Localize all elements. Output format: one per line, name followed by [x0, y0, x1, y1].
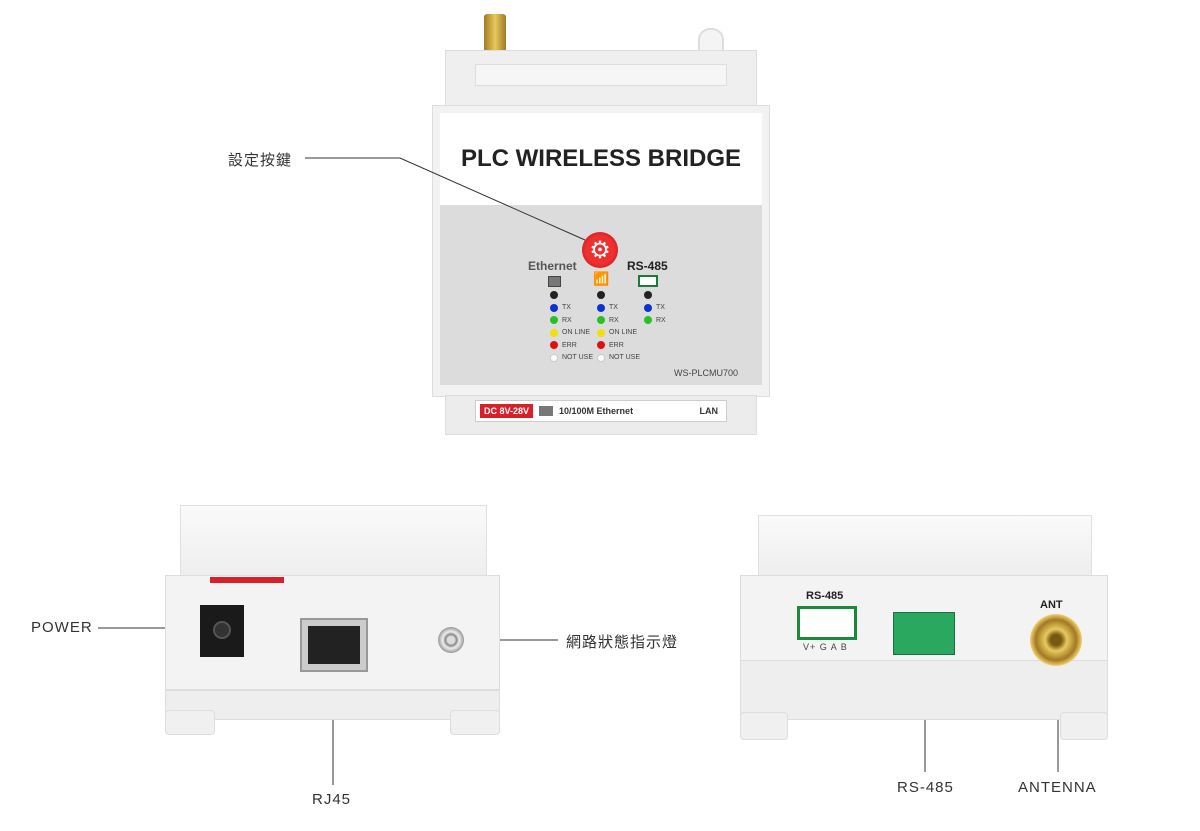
led-eth-notuse: NOT USE	[550, 352, 593, 365]
callout-rj45: RJ45	[312, 791, 352, 808]
led-eth-rx: RX	[550, 314, 593, 327]
callout-antenna: ANTENNA	[1018, 779, 1097, 796]
led-eth-online: ON LINE	[550, 327, 593, 340]
wifi-icon: 📶	[593, 271, 610, 286]
antenna-connector	[1030, 614, 1082, 666]
product-title: PLC WIRELESS BRIDGE	[460, 145, 742, 172]
ethernet-label: Ethernet	[528, 259, 577, 273]
led-wl-rx: RX	[597, 314, 640, 327]
led-rs-tx: TX	[644, 302, 666, 315]
rs485-pins-label: V+ G A B	[803, 642, 848, 652]
led-eth-err: ERR	[550, 339, 593, 352]
callout-setting-button: 設定按鍵	[228, 152, 293, 169]
status-led-indicator	[438, 627, 464, 653]
callout-power: POWER	[31, 619, 93, 636]
rs485-terminal-block	[893, 612, 955, 655]
led-eth-tx: TX	[550, 302, 593, 315]
setting-button[interactable]: ⚙	[582, 232, 618, 268]
callout-rs485: RS-485	[897, 779, 954, 796]
power-jack	[200, 605, 244, 657]
rs485-panel-label: RS-485	[806, 590, 844, 602]
ethernet-port-icon	[539, 406, 554, 416]
ethernet-port-icon	[548, 276, 561, 287]
lan-label: LAN	[699, 406, 719, 416]
gear-icon: ⚙	[589, 236, 611, 264]
ant-label: ANT	[1040, 599, 1063, 611]
led-wl-err: ERR	[597, 339, 640, 352]
power-badge: DC 8V-28V	[480, 404, 534, 418]
port-label: 10/100M Ethernet	[559, 406, 634, 416]
led-wl-tx: TX	[597, 302, 640, 315]
title-label-area: PLC WIRELESS BRIDGE	[440, 113, 762, 205]
rs485-label: RS-485	[627, 259, 668, 273]
model-number: WS-PLCMU700	[674, 368, 739, 378]
rs485-label-icon	[797, 606, 857, 640]
rj45-port	[300, 618, 368, 672]
callout-status-led: 網路狀態指示燈	[566, 634, 679, 651]
led-wl-notuse: NOT USE	[597, 352, 640, 365]
led-rs-rx: RX	[644, 314, 666, 327]
antenna-connector	[484, 14, 506, 52]
led-wl-online: ON LINE	[597, 327, 640, 340]
rs485-terminal-icon	[638, 275, 658, 287]
port-label-bar: DC 8V-28V 10/100M Ethernet LAN	[475, 400, 727, 422]
